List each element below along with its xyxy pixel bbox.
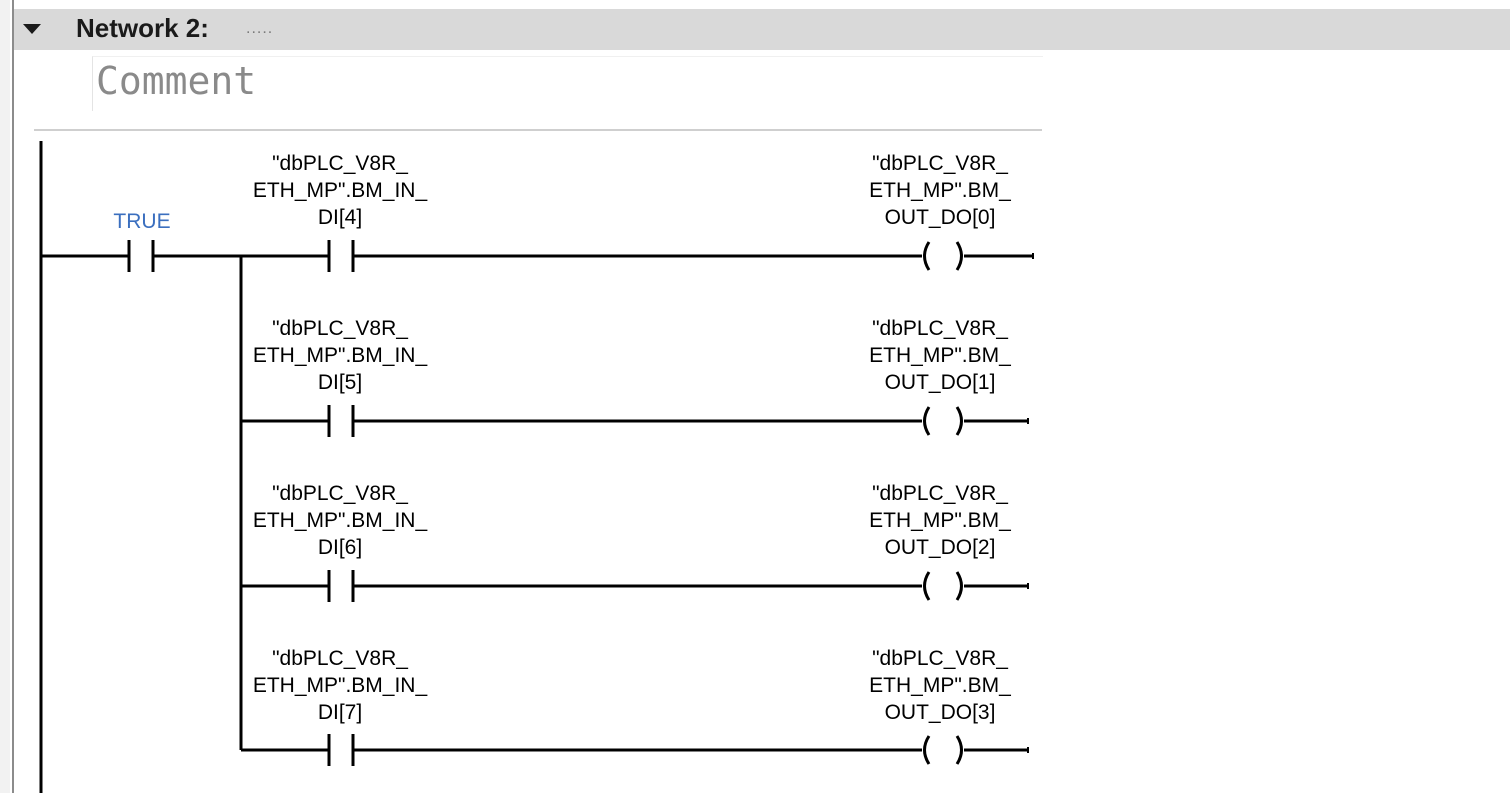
true-contact[interactable] — [41, 240, 241, 272]
coil-operand-do3[interactable]: "dbPLC_V8R_ ETH_MP".BM_ OUT_DO[3] — [869, 647, 1011, 724]
rung-3[interactable] — [241, 570, 1029, 602]
coil-operand-do0[interactable]: "dbPLC_V8R_ ETH_MP".BM_ OUT_DO[0] — [869, 152, 1011, 229]
network-comment-field[interactable] — [92, 56, 1043, 111]
contact-operand-di7[interactable]: "dbPLC_V8R_ ETH_MP".BM_IN_ DI[7] — [252, 647, 428, 724]
network-comment-placeholder[interactable]: Comment — [96, 59, 257, 103]
rung-4[interactable] — [241, 734, 1029, 766]
contact-operand-di5[interactable]: "dbPLC_V8R_ ETH_MP".BM_IN_ DI[5] — [252, 317, 428, 394]
comment-divider — [34, 129, 1042, 131]
true-contact-label[interactable]: TRUE — [113, 210, 171, 233]
network-title-placeholder[interactable]: ..... — [246, 20, 274, 37]
contact-operand-di4[interactable]: "dbPLC_V8R_ ETH_MP".BM_IN_ DI[4] — [252, 152, 428, 229]
contact-operand-di6[interactable]: "dbPLC_V8R_ ETH_MP".BM_IN_ DI[6] — [252, 482, 428, 559]
coil-operand-do2[interactable]: "dbPLC_V8R_ ETH_MP".BM_ OUT_DO[2] — [869, 482, 1011, 559]
triangle-down-icon[interactable] — [22, 22, 42, 36]
editor-left-gutter — [0, 0, 10, 793]
rung-2[interactable] — [241, 405, 1029, 437]
rung-1[interactable] — [241, 240, 1034, 272]
network-title[interactable]: Network 2: — [76, 13, 209, 43]
network-header[interactable] — [14, 9, 1510, 50]
editor-left-border — [0, 0, 14, 793]
coil-operand-do1[interactable]: "dbPLC_V8R_ ETH_MP".BM_ OUT_DO[1] — [869, 317, 1011, 394]
